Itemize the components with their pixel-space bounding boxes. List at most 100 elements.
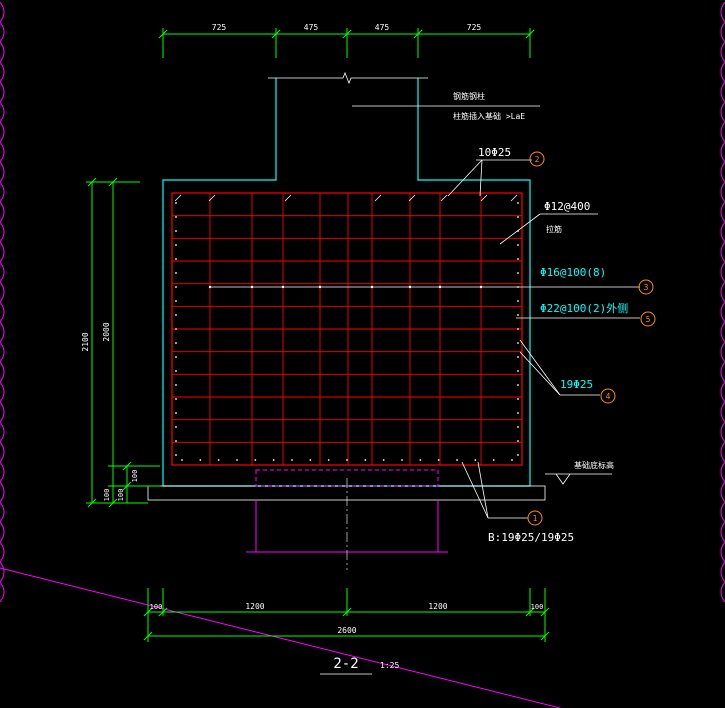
rebar-dot-bottom [492,459,495,461]
rebar-dot-left [175,370,177,372]
callout-1-leader [461,461,528,519]
rebar-dot-bottom [291,459,293,461]
rebar-dot-bottom [309,459,312,461]
callout-4-rebar: 19Φ25 [560,378,593,391]
rebar-dot-bottom [272,459,275,461]
rebar-dot-bottom [511,459,513,461]
rebar-dot-bottom [327,459,330,461]
callout-5-number: 5 [646,315,651,324]
column-note-1: 钢筋钢柱 [453,91,485,101]
rebar-dot-right [517,426,519,428]
rebar-dot-bottom [236,459,238,461]
blinding-slab [147,485,546,501]
rebar-dot-right [517,356,519,358]
callout-1-number: 1 [533,514,538,523]
rebar-dot-right [517,398,519,400]
section-title: 2-2 [333,656,358,672]
rebar-dot-left [175,384,177,386]
rebar-dot-right [517,440,519,442]
rebar-dot-left [175,258,177,260]
callout-1-rebar: B:19Φ25/19Φ25 [488,531,574,544]
top-dimension-chain [158,28,535,58]
rebar-dot-right [517,216,519,218]
rebar-dot-left [175,412,177,414]
rebar-dot-bottom [364,459,367,461]
rebar-hook [174,194,182,202]
rebar-dot-left [175,342,177,344]
rebar-dot-bottom [382,459,385,461]
callout-2-number: 2 [535,155,540,164]
left-border-wave [0,1,5,603]
rebar-dot-bottom [346,459,348,461]
bottom-dim-mid-left: 1200 [245,602,264,611]
callout-3-number: 3 [644,283,649,292]
rebar-dot-bottom [437,459,440,461]
left-dim-bottom-b: 100 [117,489,125,502]
rebar-dot-bottom [401,459,403,461]
rebar-dot-right [517,454,519,456]
rebar-dot-bottom [419,459,422,461]
rebar-dot-right [517,272,519,274]
callout-4-number: 4 [606,392,611,401]
rebar-dot-left [175,244,177,246]
rebar-dot-left [175,272,177,274]
rebar-dot-left [175,398,177,400]
rebar-grid [171,192,523,466]
rebar-dot-left [175,230,177,232]
bottom-dim-mid-right: 1200 [428,602,447,611]
rebar-dot-right [517,384,519,386]
rebar-hook [510,194,518,202]
rebar-hook [408,194,416,202]
left-dim-outer: 2100 [81,332,90,351]
rebar-dot-left [175,440,177,442]
rebar-hook [284,194,292,202]
rebar-dot-right [517,314,519,316]
rebar-dot-left [175,426,177,428]
right-border-wave [720,1,725,603]
rebar-hook [480,194,488,202]
tie-rebar-label: Φ12@400 [544,200,590,213]
top-dim-4: 725 [467,23,482,32]
bottom-dimension-chain [143,588,550,642]
rebar-dot-bottom [199,459,202,461]
rebar-dot-left [175,356,177,358]
rebar-dot-left [175,314,177,316]
callout-5-rebar: Φ22@100(2)外侧 [540,302,628,315]
column-note-2: 柱筋插入基础 >LaE [453,111,525,121]
callout-4-circle [600,388,616,404]
top-dim-1: 725 [212,23,227,32]
rebar-dot-bottom [217,459,220,461]
top-dim-3: 475 [375,23,390,32]
rebar-dot-right [517,258,519,260]
left-dim-inner: 2000 [102,322,111,341]
top-dim-2: 475 [304,23,319,32]
concrete-outline [162,78,531,487]
bottom-dim-right: 100 [531,603,544,611]
callout-4-leader [519,339,600,396]
base-elevation-symbol [545,473,612,485]
rebar-dot-bottom [474,459,477,461]
callout-2-rebar: 10Φ25 [478,146,511,159]
rebar-dot-right [517,244,519,246]
rebar-dot-right [517,328,519,330]
rebar-dot-bottom [456,459,458,461]
callout-3-rebar: Φ16@100(8) [540,266,606,279]
rebar-dot-left [175,286,177,288]
rebar-dot-right [517,370,519,372]
column-break-line [268,71,428,85]
rebar-dot-bottom [181,459,183,461]
left-dim-bottom-a: 100 [131,470,139,483]
bottom-dim-left: 100 [150,603,163,611]
callout-2-circle [529,151,545,167]
rebar-dot-left [175,300,177,302]
tie-leader [499,213,598,245]
callout-1-circle [527,510,543,526]
rebar-hook [440,194,448,202]
rebar-dot-right [517,202,519,204]
rebar-dot-right [517,300,519,302]
rebar-dot-right [517,342,519,344]
rebar-dot-left [175,328,177,330]
rebar-hook [374,194,382,202]
callout-5-circle [640,311,656,327]
